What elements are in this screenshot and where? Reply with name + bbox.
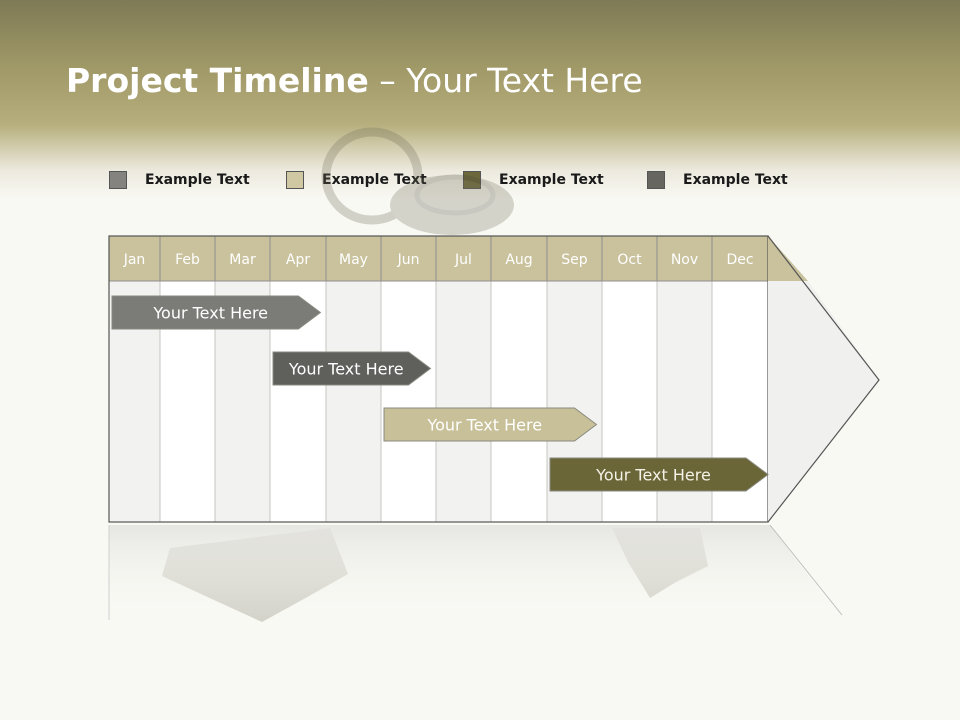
legend-swatch-4	[647, 171, 665, 189]
task-arrow-2: Your Text Here	[272, 351, 432, 386]
month-header-mar	[214, 235, 271, 282]
legend-swatch-2	[286, 171, 304, 189]
month-header-sep	[546, 235, 603, 282]
task-arrow-4: Your Text Here	[549, 457, 769, 492]
task-arrow-3: Your Text Here	[383, 407, 598, 442]
task-label: Your Text Here	[426, 416, 542, 435]
arrow-head-top	[768, 236, 808, 281]
legend-item-1: Example Text	[109, 170, 250, 190]
month-label-jul: Jul	[454, 252, 472, 268]
title-rest: – Your Text Here	[368, 61, 643, 100]
task-label: Your Text Here	[288, 360, 404, 379]
month-label-dec: Dec	[726, 252, 753, 268]
task-arrow-shape	[272, 351, 432, 386]
task-label: Your Text Here	[152, 304, 268, 323]
month-label-sep: Sep	[561, 252, 588, 268]
legend-label-3: Example Text	[499, 172, 604, 188]
legend-item-4: Example Text	[647, 170, 788, 190]
title-bold: Project Timeline	[66, 61, 369, 100]
legend-swatch-3	[463, 171, 481, 189]
month-label-aug: Aug	[505, 252, 532, 268]
month-header-feb	[159, 235, 216, 282]
month-label-mar: Mar	[229, 252, 256, 268]
header-band	[0, 0, 960, 200]
month-label-oct: Oct	[617, 252, 642, 268]
task-arrow-1: Your Text Here	[111, 295, 322, 330]
task-arrow-shape	[111, 295, 322, 330]
month-header-oct	[601, 235, 658, 282]
page-title: Project Timeline – Your Text Here	[66, 58, 643, 104]
month-column-jun	[380, 280, 437, 523]
month-column-jul	[435, 280, 492, 523]
legend-swatch-1	[109, 171, 127, 189]
arrow-head-body	[768, 281, 879, 522]
legend-item-2: Example Text	[286, 170, 427, 190]
month-label-may: May	[339, 252, 368, 268]
month-label-apr: Apr	[286, 252, 310, 268]
task-arrow-shape	[383, 407, 598, 442]
month-label-nov: Nov	[671, 252, 698, 268]
legend-label-2: Example Text	[322, 172, 427, 188]
month-label-jan: Jan	[123, 252, 146, 268]
month-label-feb: Feb	[175, 252, 200, 268]
month-label-jun: Jun	[397, 252, 420, 268]
timeline-reflection	[108, 524, 843, 620]
month-column-aug	[490, 280, 548, 523]
month-header-jun	[380, 235, 437, 282]
arrow-head-outline	[767, 235, 880, 523]
month-column-may	[325, 280, 382, 523]
legend-label-1: Example Text	[145, 172, 250, 188]
legend-item-3: Example Text	[463, 170, 604, 190]
legend-label-4: Example Text	[683, 172, 788, 188]
task-label: Your Text Here	[595, 466, 711, 485]
task-arrow-shape	[549, 457, 769, 492]
